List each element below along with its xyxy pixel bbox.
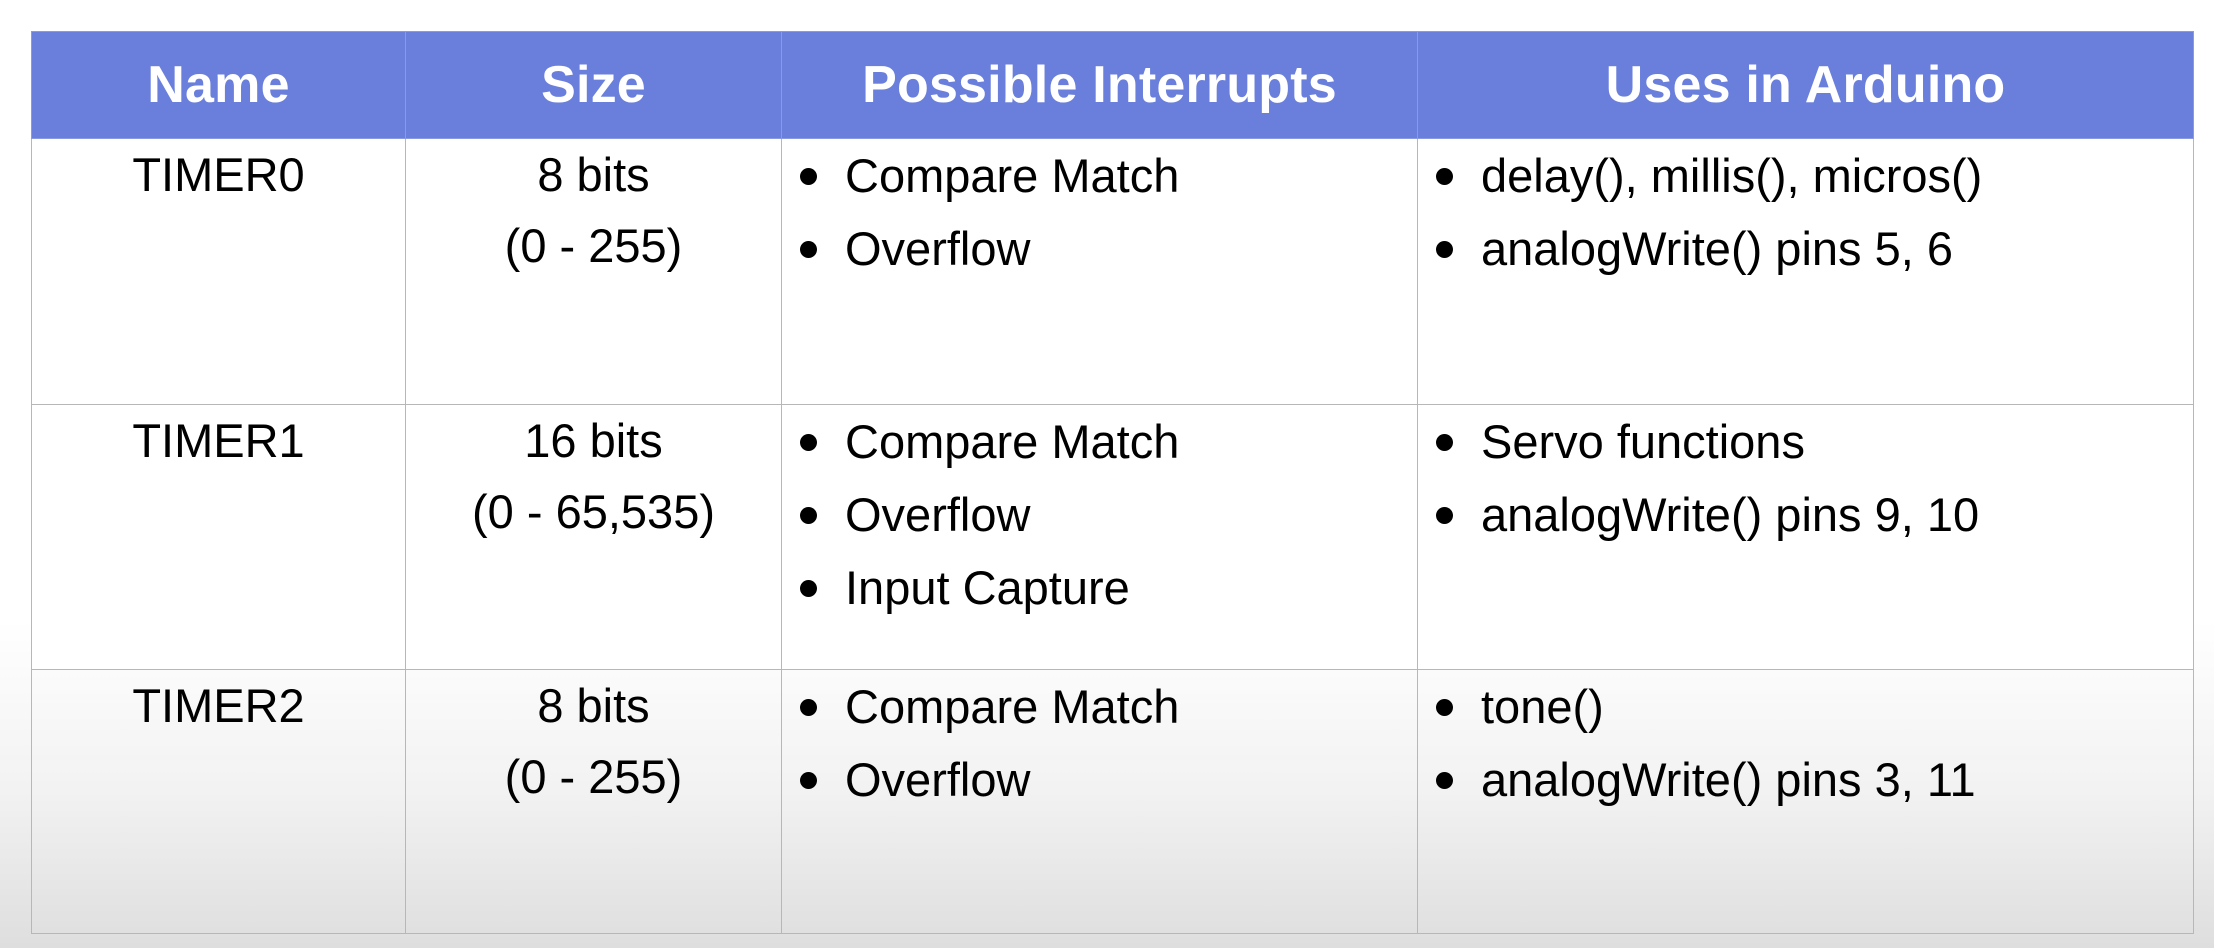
list-item: analogWrite() pins 9, 10 [1418,478,2193,551]
list-item-label: analogWrite() pins 3, 11 [1481,753,1976,806]
arduino-timer-comparison-table: Name Size Possible Interrupts Uses in Ar… [31,31,2194,934]
bullet-icon [800,580,817,597]
list-item: Compare Match [782,139,1417,212]
list-item-label: analogWrite() pins 5, 6 [1481,222,1953,275]
list-item: Overflow [782,743,1417,816]
column-header-size: Size [405,31,782,139]
cell-timer-size: 8 bits (0 - 255) [405,669,782,934]
list-item-label: analogWrite() pins 9, 10 [1481,488,1980,541]
list-item: Compare Match [782,405,1417,478]
list-item: Overflow [782,478,1417,551]
list-item-label: tone() [1481,680,1604,733]
bullet-icon [800,507,817,524]
bullet-icon [800,699,817,716]
table-header: Name Size Possible Interrupts Uses in Ar… [31,31,2194,139]
bullet-icon [1436,168,1453,185]
column-header-name: Name [31,31,406,139]
list-item: tone() [1418,670,2193,743]
cell-timer-name: TIMER1 [31,404,406,670]
bullet-icon [800,241,817,258]
column-header-possible-interrupts: Possible Interrupts [781,31,1418,139]
timer-name-text: TIMER2 [132,679,305,732]
list-item-label: Servo functions [1481,415,1805,468]
timer-size-range: (0 - 65,535) [472,485,715,538]
table-body: TIMER0 8 bits (0 - 255) Compare Match Ov… [31,138,2194,934]
list-item: analogWrite() pins 5, 6 [1418,212,2193,285]
list-item: delay(), millis(), micros() [1418,139,2193,212]
table-row: TIMER1 16 bits (0 - 65,535) Compare Matc… [31,404,2194,670]
list-item-label: delay(), millis(), micros() [1481,149,1983,202]
bullet-icon [1436,772,1453,789]
cell-possible-interrupts: Compare Match Overflow Input Capture [781,404,1418,670]
list-item-label: Overflow [845,222,1031,275]
bullet-icon [1436,507,1453,524]
bullet-icon [1436,241,1453,258]
list-item-label: Overflow [845,488,1031,541]
list-item: Servo functions [1418,405,2193,478]
cell-uses-in-arduino: Servo functions analogWrite() pins 9, 10 [1417,404,2194,670]
cell-uses-in-arduino: tone() analogWrite() pins 3, 11 [1417,669,2194,934]
timer-size-range: (0 - 255) [504,219,683,272]
cell-uses-in-arduino: delay(), millis(), micros() analogWrite(… [1417,138,2194,405]
cell-possible-interrupts: Compare Match Overflow [781,669,1418,934]
timer-name-text: TIMER0 [132,148,305,201]
timer-size-range: (0 - 255) [504,750,683,803]
uses-list: delay(), millis(), micros() analogWrite(… [1418,139,2193,285]
list-item-label: Overflow [845,753,1031,806]
list-item-label: Input Capture [845,561,1130,614]
uses-list: Servo functions analogWrite() pins 9, 10 [1418,405,2193,551]
timer-name-text: TIMER1 [132,414,305,467]
interrupt-list: Compare Match Overflow [782,670,1417,816]
timer-size-bits: 16 bits [524,414,663,467]
bullet-icon [800,168,817,185]
list-item: analogWrite() pins 3, 11 [1418,743,2193,816]
uses-list: tone() analogWrite() pins 3, 11 [1418,670,2193,816]
table-header-row: Name Size Possible Interrupts Uses in Ar… [31,31,2194,139]
bullet-icon [800,434,817,451]
interrupt-list: Compare Match Overflow Input Capture [782,405,1417,624]
cell-timer-size: 8 bits (0 - 255) [405,138,782,405]
list-item-label: Compare Match [845,149,1180,202]
bullet-icon [1436,434,1453,451]
list-item-label: Compare Match [845,680,1180,733]
cell-possible-interrupts: Compare Match Overflow [781,138,1418,405]
cell-timer-name: TIMER2 [31,669,406,934]
interrupt-list: Compare Match Overflow [782,139,1417,285]
cell-timer-size: 16 bits (0 - 65,535) [405,404,782,670]
list-item: Compare Match [782,670,1417,743]
table-row: TIMER2 8 bits (0 - 255) Compare Match Ov… [31,669,2194,934]
bullet-icon [800,772,817,789]
cell-timer-name: TIMER0 [31,138,406,405]
list-item-label: Compare Match [845,415,1180,468]
column-header-uses-in-arduino: Uses in Arduino [1417,31,2194,139]
list-item: Overflow [782,212,1417,285]
timer-size-bits: 8 bits [537,679,650,732]
bullet-icon [1436,699,1453,716]
list-item: Input Capture [782,551,1417,624]
table-row: TIMER0 8 bits (0 - 255) Compare Match Ov… [31,138,2194,405]
timer-size-bits: 8 bits [537,148,650,201]
